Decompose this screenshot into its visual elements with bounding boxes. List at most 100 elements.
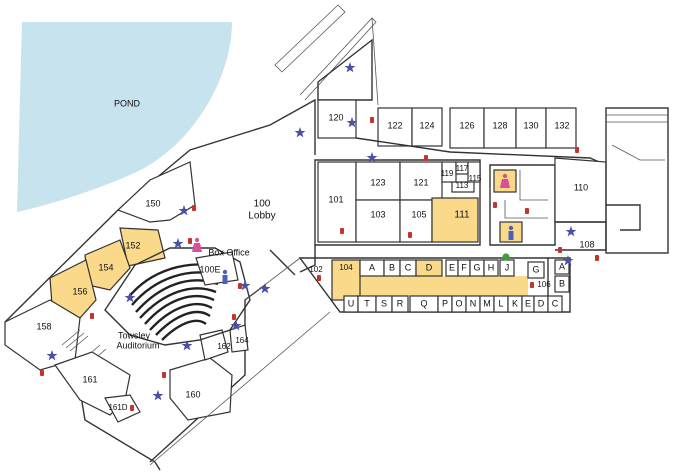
room-150-label: 150	[145, 198, 160, 208]
room-117-label: 117	[456, 164, 469, 173]
alarm-icon	[493, 202, 497, 208]
auditorium-label-1: Towsley	[118, 330, 151, 340]
alarm-icon	[525, 208, 529, 214]
room-120-label: 120	[328, 112, 343, 122]
star-icon	[294, 127, 306, 138]
room-160	[169, 357, 233, 421]
west-stairs	[61, 329, 107, 357]
star-icon	[239, 280, 251, 291]
room-126-label: 126	[459, 120, 474, 130]
room-108-label: 108	[579, 239, 594, 249]
south-studio-block: 104 102 A B C D E F G H J G A 106 B U T	[298, 257, 571, 313]
room-100e-label: 100E	[199, 264, 220, 274]
room-113-label: 113	[456, 181, 469, 190]
studio-r-label: R	[397, 298, 404, 308]
room-158-label: 158	[36, 321, 51, 331]
alarm-icon	[192, 205, 196, 211]
room-128-label: 128	[492, 120, 507, 130]
star-icon	[565, 226, 577, 237]
lobby-number: 100	[254, 199, 271, 210]
studio-s-label: S	[381, 298, 387, 308]
room-161d-label: 161D	[108, 403, 127, 412]
studio-d-label: D	[426, 262, 433, 272]
alarm-icon	[90, 313, 94, 319]
star-icon	[344, 62, 356, 73]
alarm-icon-group	[40, 117, 599, 411]
studio-g-label: G	[473, 262, 480, 272]
exit-icon	[502, 253, 510, 261]
studio-h	[483, 259, 499, 277]
alarm-icon	[130, 405, 134, 411]
room-111-label: 111	[454, 210, 470, 221]
room-162-label: 162	[217, 342, 231, 351]
alarm-icon	[530, 282, 534, 288]
alarm-icon	[408, 232, 412, 238]
central-block: 101 123 103 121 105 111 119 117 115 113	[314, 159, 482, 246]
room-105	[399, 199, 433, 243]
alarm-icon	[370, 117, 374, 123]
star-icon	[346, 117, 358, 128]
room-161-label: 161	[82, 374, 97, 384]
star-icon	[172, 238, 184, 249]
studio-q-label: Q	[420, 298, 427, 308]
studio-f-label: F	[461, 262, 467, 272]
star-icon-group	[46, 62, 577, 401]
room-130	[515, 107, 547, 149]
room-111	[431, 197, 479, 243]
alarm-icon	[340, 228, 344, 234]
mens-restroom-icon	[508, 225, 514, 240]
alarm-icon	[424, 155, 428, 161]
studio-corridor	[332, 276, 528, 296]
studio-j-label: J	[505, 262, 510, 272]
star-icon	[366, 152, 378, 163]
star-icon	[562, 255, 574, 266]
studio-e-south-label: E	[525, 298, 531, 308]
room-132-label: 132	[554, 120, 569, 130]
room-115-label: 115	[469, 174, 482, 183]
alarm-icon	[595, 255, 599, 261]
pond-label: POND	[114, 98, 141, 108]
star-icon	[181, 340, 193, 351]
alarm-icon	[232, 314, 236, 320]
room-102-label: 102	[309, 265, 323, 274]
star-icon	[124, 292, 136, 303]
alarm-icon	[558, 247, 562, 253]
studio-m-label: M	[483, 298, 491, 308]
studio-r	[391, 295, 409, 313]
room-104-label: 104	[339, 263, 353, 272]
studio-o-label: O	[455, 298, 462, 308]
room-164-label: 164	[235, 336, 249, 345]
room-105-label: 105	[411, 209, 426, 219]
star-icon	[259, 283, 271, 294]
star-icon	[178, 205, 190, 216]
room-122-label: 122	[387, 120, 402, 130]
room-156-label: 156	[72, 286, 87, 296]
studio-a-east-label: A	[559, 261, 565, 271]
room-124	[411, 107, 443, 147]
room-152-label: 152	[125, 240, 140, 250]
studio-d	[415, 259, 443, 277]
studio-e-label: E	[449, 262, 455, 272]
room-154-label: 154	[98, 262, 113, 272]
alarm-icon	[188, 238, 192, 244]
restroom-core	[489, 164, 556, 246]
room-110-label: 110	[574, 182, 588, 192]
box-office-label: Box Office	[208, 247, 249, 257]
studio-c-south	[547, 295, 563, 313]
room-164	[229, 324, 249, 353]
pond-area	[17, 22, 232, 212]
alarm-icon	[162, 372, 166, 378]
studio-g-east	[527, 261, 545, 279]
studio-g-east-label: G	[532, 264, 539, 274]
north-wing: 120 122 124 126 128 130 132	[317, 99, 607, 166]
studio-n-label: N	[470, 298, 477, 308]
studio-a-label: A	[369, 262, 375, 272]
room-124-label: 124	[419, 120, 434, 130]
womens-restroom-icon-lobby	[192, 237, 202, 252]
mens-restroom-icon-lobby	[222, 269, 228, 284]
room-104	[331, 259, 361, 301]
room-132	[545, 107, 577, 149]
room-103	[355, 199, 401, 243]
star-icon	[46, 350, 58, 361]
